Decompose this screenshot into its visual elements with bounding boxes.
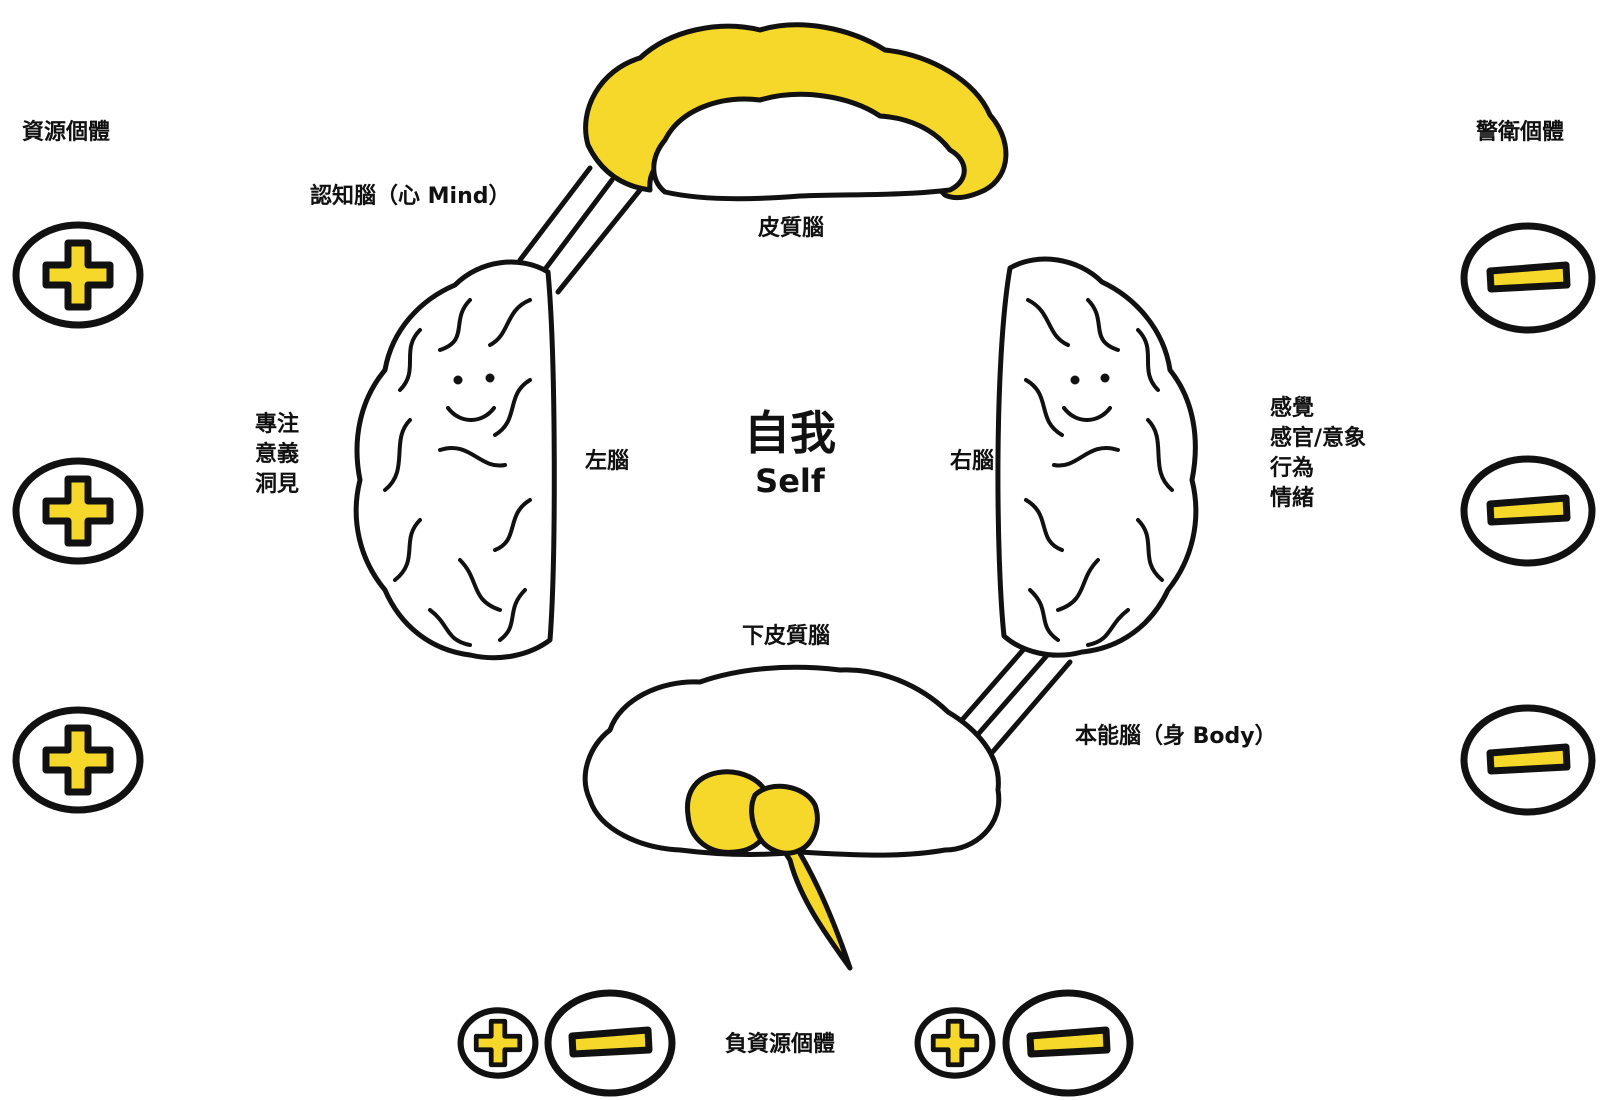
right-brain-hemisphere [995, 256, 1199, 658]
minus-icon [1460, 704, 1596, 816]
left-brain-hemisphere [353, 259, 557, 661]
connector-left-cortex [517, 165, 643, 295]
function-emotion: 情緒 [1270, 486, 1315, 511]
resource-individual-label: 資源個體 [22, 120, 111, 145]
cortex-inner [651, 91, 967, 202]
self-label-zh: 自我 [744, 406, 836, 460]
right-brain-label: 右腦 [950, 449, 995, 474]
minus-icon [1002, 989, 1134, 1097]
minus-icon [1460, 222, 1596, 334]
cortex-brain [583, 22, 1009, 202]
plus-icon [914, 1007, 996, 1079]
connector-right-subcortex [952, 639, 1073, 758]
cognitive-brain-label: 認知腦（心 Mind） [310, 184, 511, 209]
plus-icon [12, 221, 144, 329]
function-meaning: 意義 [255, 442, 300, 467]
right-brain-functions: 感覺 感官/意象 行為 情緒 [1270, 394, 1366, 514]
function-behavior: 行為 [1270, 456, 1315, 481]
self-label: 自我 Self [730, 405, 850, 501]
negative-resource-individual-label: 負資源個體 [725, 1032, 836, 1057]
function-feeling: 感覺 [1270, 396, 1315, 421]
guard-individual-label: 警衛個體 [1476, 120, 1565, 145]
plus-icon [457, 1007, 539, 1079]
left-brain-face [446, 373, 496, 422]
minus-icon [1460, 455, 1596, 567]
left-brain-label: 左腦 [585, 449, 630, 474]
right-brain-face [1062, 373, 1112, 422]
function-focus: 專注 [255, 412, 300, 437]
subcortex-label: 下皮質腦 [742, 624, 831, 649]
instinct-brain-label: 本能腦（身 Body） [1075, 724, 1277, 749]
function-insight: 洞見 [255, 472, 300, 497]
self-label-en: Self [755, 462, 825, 500]
plus-icon [12, 457, 144, 565]
function-senses-imagery: 感官/意象 [1270, 426, 1367, 451]
subcortex-brain [582, 664, 1002, 971]
limbic-right [749, 783, 820, 856]
limbic-left [685, 769, 774, 855]
left-brain-functions: 專注 意義 洞見 [255, 410, 299, 500]
cortex-label: 皮質腦 [758, 216, 825, 241]
minus-icon [544, 989, 676, 1097]
plus-icon [12, 706, 144, 814]
